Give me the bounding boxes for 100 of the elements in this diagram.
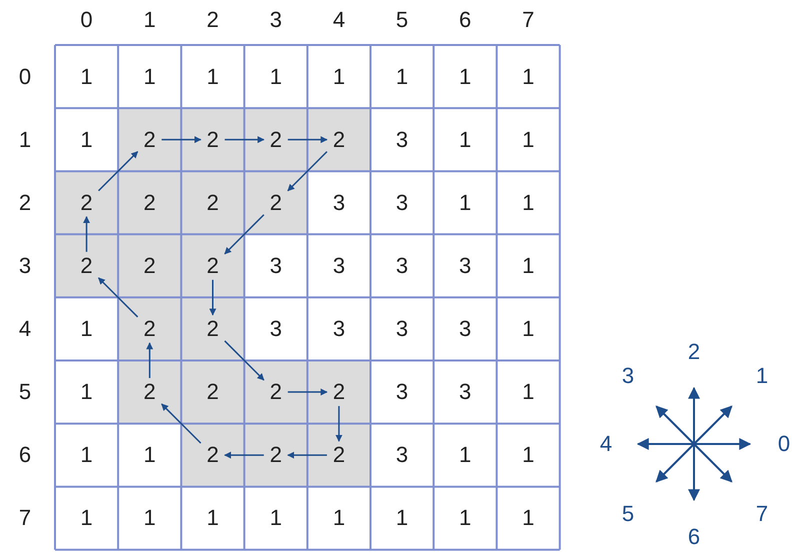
cell-value: 3 (390, 252, 414, 280)
cell-value: 1 (74, 62, 99, 91)
arrow (287, 151, 328, 192)
arrow (146, 342, 154, 378)
arrow (224, 136, 265, 144)
arrow (335, 406, 342, 442)
cell-value: 1 (516, 62, 540, 91)
cell-value: 3 (326, 188, 351, 217)
cell-value: 1 (453, 441, 478, 470)
cell-value: 1 (516, 188, 540, 217)
cell-value: 2 (326, 126, 351, 154)
direction-number: 2 (686, 339, 702, 365)
cell-value: 1 (453, 504, 478, 532)
cell-value: 2 (264, 378, 288, 406)
cell-value: 1 (264, 62, 288, 91)
cell-value: 3 (264, 252, 288, 280)
cell-value: 2 (138, 126, 162, 154)
row-index: 1 (18, 126, 32, 153)
cell-value: 2 (200, 252, 225, 280)
column-index: 4 (332, 7, 346, 33)
row-index: 6 (18, 442, 32, 468)
cell-value: 1 (74, 378, 99, 406)
cell-value: 1 (74, 126, 99, 154)
cell-value: 1 (326, 504, 351, 532)
cell-value: 3 (326, 314, 351, 343)
row-index: 7 (18, 505, 32, 532)
arrow (287, 452, 327, 459)
direction-number: 0 (776, 431, 792, 457)
cell-value: 2 (74, 252, 99, 280)
cell-value: 3 (390, 314, 414, 343)
direction-number: 6 (686, 524, 702, 550)
cell-value: 3 (390, 126, 414, 154)
cell-value: 2 (138, 314, 162, 343)
arrow (224, 214, 264, 254)
cell-value: 1 (516, 252, 540, 280)
cell-value: 1 (516, 378, 540, 406)
cell-value: 1 (200, 62, 225, 91)
cell-value: 2 (264, 126, 288, 154)
column-index: 0 (79, 7, 94, 33)
row-index: 3 (18, 252, 32, 279)
cell-value: 1 (74, 314, 99, 343)
arrow (288, 136, 328, 144)
cell-value: 2 (138, 252, 162, 280)
cell-value: 1 (326, 62, 351, 91)
cell-value: 1 (200, 504, 225, 532)
row-index: 2 (18, 190, 32, 216)
cell-value: 2 (326, 378, 351, 406)
cell-value: 3 (390, 441, 414, 470)
column-index: 1 (142, 7, 157, 33)
cell-value: 2 (138, 188, 162, 217)
cell-value: 2 (200, 126, 225, 154)
row-index: 0 (18, 64, 32, 90)
direction-number: 7 (754, 501, 770, 527)
arrow (161, 404, 202, 444)
cell-value: 1 (138, 504, 162, 532)
cell-value: 1 (390, 62, 414, 91)
column-index: 2 (206, 7, 220, 33)
cell-value: 2 (200, 314, 225, 343)
cell-value: 2 (138, 378, 162, 406)
arrow (224, 452, 264, 459)
arrow (162, 136, 202, 144)
cell-value: 2 (200, 441, 225, 470)
direction-number: 4 (598, 431, 614, 457)
arrow (224, 340, 264, 381)
row-index: 5 (18, 379, 32, 406)
arrow (288, 388, 328, 396)
direction-number: 1 (754, 363, 770, 389)
cell-value: 2 (74, 188, 99, 217)
cell-value: 1 (138, 62, 162, 91)
column-index: 5 (394, 7, 410, 33)
column-index: 3 (268, 7, 283, 33)
cell-value: 2 (264, 441, 288, 470)
cell-value: 1 (516, 314, 540, 343)
column-index: 6 (458, 7, 472, 33)
cell-value: 1 (453, 126, 478, 154)
cell-value: 2 (200, 378, 225, 406)
direction-number: 3 (620, 363, 636, 389)
arrow (98, 151, 138, 192)
cell-value: 1 (516, 126, 540, 154)
cell-value: 1 (453, 62, 478, 91)
cell-value: 1 (138, 441, 162, 470)
cell-value: 3 (326, 252, 351, 280)
cell-value: 3 (390, 378, 414, 406)
arrow (98, 277, 138, 318)
cell-value: 3 (453, 314, 478, 343)
cell-value: 3 (390, 188, 414, 217)
cell-value: 1 (516, 504, 540, 532)
cell-value: 1 (74, 441, 99, 470)
column-index: 7 (521, 7, 536, 33)
row-index: 4 (18, 316, 32, 342)
cell-value: 1 (74, 504, 99, 532)
cell-value: 1 (453, 188, 478, 217)
direction-number: 5 (620, 501, 636, 527)
cell-value: 2 (200, 188, 225, 217)
cell-value: 3 (453, 378, 478, 406)
arrow (83, 216, 90, 252)
cell-value: 1 (264, 504, 288, 532)
cell-value: 1 (516, 441, 540, 470)
arrow (209, 280, 216, 316)
cell-value: 2 (264, 188, 288, 217)
